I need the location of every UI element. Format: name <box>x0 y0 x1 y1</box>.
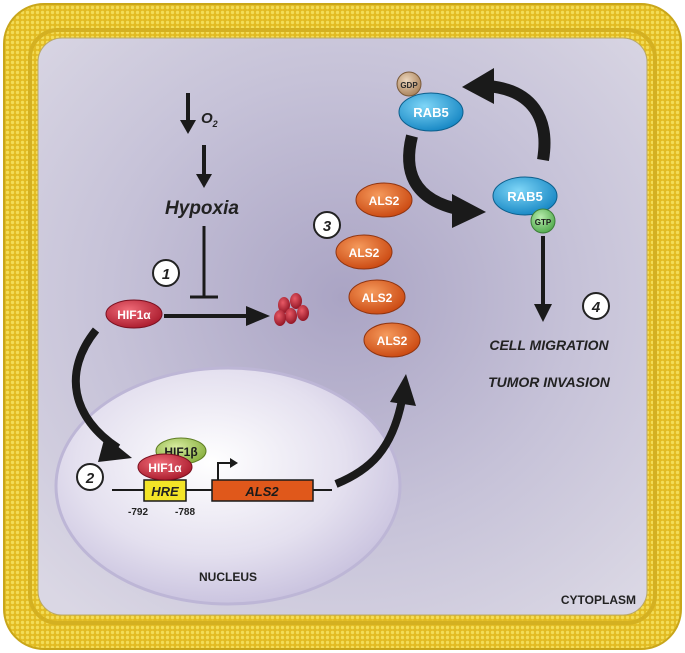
step-3-badge: 3 <box>313 211 341 239</box>
svg-text:ALS2: ALS2 <box>349 246 380 260</box>
hre-start-position: -792 <box>128 507 148 518</box>
hif1a-cytoplasm: HIF1α <box>105 299 163 329</box>
step-4-badge: 4 <box>582 292 610 320</box>
svg-text:ALS2: ALS2 <box>362 291 393 305</box>
als2-protein: ALS2 <box>348 279 406 315</box>
transcription-start-icon <box>217 458 238 481</box>
outcome-arrow <box>534 236 552 322</box>
als2-protein: ALS2 <box>355 182 413 218</box>
rab5-gdp: RAB5 <box>398 92 464 132</box>
svg-text:GDP: GDP <box>400 81 418 90</box>
svg-text:ALS2: ALS2 <box>377 334 408 348</box>
als2-export-arrow <box>334 374 416 488</box>
svg-text:RAB5: RAB5 <box>507 189 542 204</box>
hre-element: HRE <box>143 479 187 502</box>
oxygen-decrease-arrow <box>180 93 196 134</box>
outcome-tumor-invasion: TUMOR INVASION <box>488 374 611 390</box>
svg-text:HRE: HRE <box>151 484 179 499</box>
hypoxia-label: Hypoxia <box>165 198 239 219</box>
als2-gene: ALS2 <box>211 479 314 502</box>
outcome-cell-migration: CELL MIGRATION <box>489 337 609 353</box>
svg-text:ALS2: ALS2 <box>369 194 400 208</box>
oxygen-label: O2 <box>201 110 218 129</box>
svg-text:3: 3 <box>323 218 332 235</box>
svg-text:HIF1α: HIF1α <box>148 461 182 475</box>
cytoplasm-label: CYTOPLASM <box>561 593 636 607</box>
rab5-activation-arrow <box>403 134 486 228</box>
cell-membrane-inner-edge <box>28 28 657 625</box>
als2-protein: ALS2 <box>335 234 393 270</box>
hif1a-nucleus: HIF1α <box>137 453 193 481</box>
hre-end-position: -788 <box>175 507 195 518</box>
gdp-badge: GDP <box>396 71 422 97</box>
hif1a-translocation-arrow <box>71 327 132 462</box>
gtp-badge: GTP <box>530 208 556 234</box>
svg-text:HIF1α: HIF1α <box>117 308 151 322</box>
svg-text:1: 1 <box>162 266 170 283</box>
svg-text:GTP: GTP <box>535 218 552 227</box>
degradation-arrow <box>164 306 270 326</box>
als2-protein: ALS2 <box>363 322 421 358</box>
to-hypoxia-arrow <box>196 145 212 188</box>
rab5-inactivation-arrow <box>462 68 551 161</box>
svg-text:4: 4 <box>591 299 601 316</box>
svg-text:ALS2: ALS2 <box>244 484 279 499</box>
hypoxia-inhibition-arrow <box>190 226 218 299</box>
svg-text:2: 2 <box>85 470 95 487</box>
step-1-badge: 1 <box>152 259 180 287</box>
degraded-hif1a-icon <box>274 293 309 326</box>
svg-text:RAB5: RAB5 <box>413 105 448 120</box>
rab5-gtp: RAB5 <box>492 176 558 216</box>
nucleus-label: NUCLEUS <box>199 570 257 584</box>
step-2-badge: 2 <box>76 463 104 491</box>
